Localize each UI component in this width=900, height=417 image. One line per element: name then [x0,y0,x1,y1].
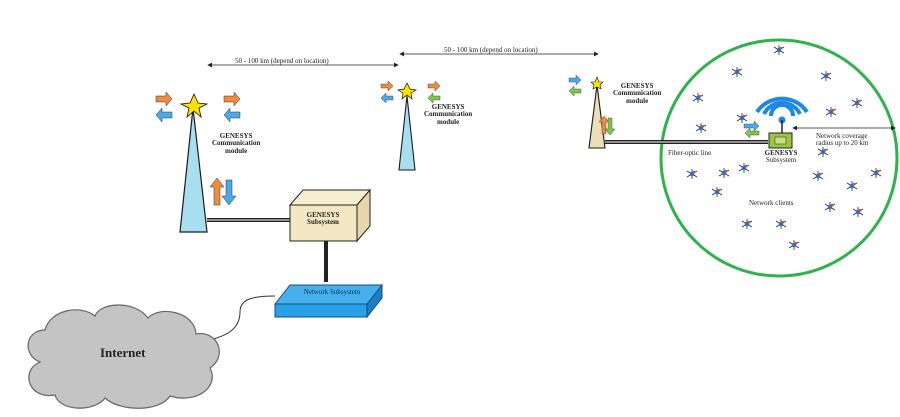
network-client-icon [775,219,787,229]
internet-cable [209,295,276,341]
network-subsystem-label: Network Subsystem [303,288,361,296]
genesys-subsystem-box [288,188,372,243]
mid-tower-subtitle2: module [437,117,460,126]
mid-tower-label: GENESYS Communication module [424,103,473,126]
small-tower-subtitle: Communication [613,89,662,98]
wifi-icon [755,96,809,133]
network-client-icon [736,113,748,123]
network-client-icon [686,169,698,179]
network-client-icon [825,107,837,117]
network-client-icon [738,163,750,173]
network-client-icon [852,207,864,217]
big-tower-title: GENESYS [219,132,253,140]
internet-label: Internet [100,345,146,360]
network-client-icon [718,168,730,178]
big-tower [179,93,209,233]
big-tower-label: GENESYS Communication module [212,132,261,155]
network-client-icon [870,168,882,178]
network-client-icon [812,171,824,181]
subsystem-box-title: GENESYS [306,211,340,219]
coverage-radius-label: Network coverage radius up to 20 km [816,132,869,148]
big-tower-subtitle: Communication [212,139,261,148]
internet-cloud [27,304,220,409]
network-client-icon [820,71,832,81]
network-client-icon [846,181,858,191]
network-client-icon [692,93,704,103]
coverage-radius-line2: radius up to 20 km [816,139,869,148]
mid-tower [397,82,417,171]
hub-subsystem [768,132,793,149]
hub-title: GENESYS [764,149,798,157]
network-subsystem [273,283,384,319]
subsystem-box-label: GENESYS Subsystem [295,211,351,227]
distance-label-right: 50 - 100 km (depend on location) [444,46,538,54]
signal-arrows [155,74,760,206]
coverage-radius-line1: Network coverage [816,132,868,140]
network-client-icon [695,123,707,133]
small-tower-subtitle2: module [626,96,649,105]
hub-subtitle: Subsystem [765,156,797,165]
network-client-icon [817,147,829,157]
hub-label: GENESYS Subsystem [764,149,798,165]
network-client-icon [741,219,753,229]
network-client-icon [711,187,723,197]
network-client-icon [824,202,836,212]
fiber-optic-label: Fiber-optic line [668,149,712,157]
network-clients [686,45,882,250]
small-tower-title: GENESYS [620,82,654,90]
network-client-icon [788,240,800,250]
distance-label-left: 50 - 100 km (depend on location) [235,57,329,65]
mid-tower-subtitle: Communication [424,110,473,119]
small-tower-label: GENESYS Communication module [613,82,662,105]
network-client-icon [731,67,743,77]
subsystem-box-subtitle: Subsystem [307,218,339,227]
network-clients-label: Network clients [749,199,794,207]
network-client-icon [851,98,863,108]
big-tower-subtitle2: module [225,146,248,155]
small-tower [588,76,606,149]
network-client-icon [773,45,785,55]
mid-tower-title: GENESYS [431,103,465,111]
coverage-circle [659,38,899,278]
